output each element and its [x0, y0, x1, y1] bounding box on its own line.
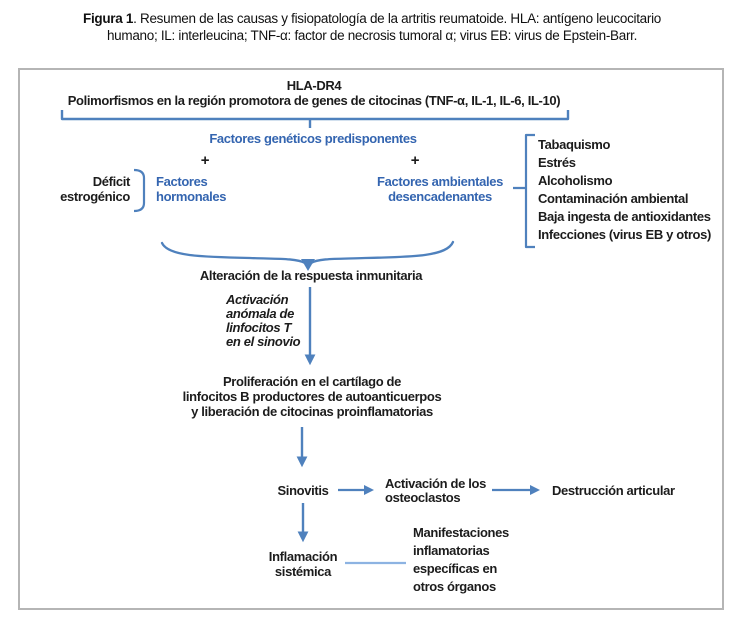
polymorphisms-label: Polimorfismos en la región promotora de … — [67, 93, 561, 108]
systemic-line1: Inflamación — [268, 549, 338, 564]
immune-alteration-label: Alteración de la respuesta inmunitaria — [199, 268, 423, 283]
env-factor-item: Alcoholismo — [538, 173, 613, 188]
tcell-note-line2: anómala de — [226, 306, 295, 321]
manifestations-label: Manifestaciones inflamatorias específica… — [413, 524, 509, 596]
estrogen-deficit-line2: estrogénico — [60, 189, 130, 204]
proliferation-line2: linfocitos B productores de autoanticuer… — [182, 389, 442, 404]
genetic-factors-label: Factores genéticos predisponentes — [209, 131, 417, 146]
tcell-note-line3: linfocitos T — [226, 320, 292, 335]
synovitis-label: Sinovitis — [277, 483, 329, 498]
osteoclast-activation-label: Activación de los osteoclastos — [385, 477, 486, 505]
env-factor-item: Contaminación ambiental — [538, 191, 689, 206]
proliferation-line1: Proliferación en el cartílago de — [222, 374, 402, 389]
hla-dr4-label: HLA-DR4 — [286, 78, 342, 93]
hormonal-factors-label: Factores hormonales — [156, 174, 227, 204]
joint-destruction-label: Destrucción articular — [552, 483, 675, 498]
env-factor-item: Tabaquismo — [538, 137, 611, 152]
tcell-activation-note: Activación anómala de linfocitos T en el… — [226, 292, 301, 349]
figure-caption-text: . Resumen de las causas y fisiopatología… — [106, 11, 661, 43]
osteoclast-line2: osteoclastos — [385, 490, 461, 505]
systemic-inflammation-label: Inflamación sistémica — [268, 549, 338, 579]
env-factor-item: Estrés — [538, 155, 576, 170]
hormonal-factors-line1: Factores — [156, 174, 208, 189]
estrogen-deficit-label: Déficit estrogénico — [40, 174, 130, 204]
figure-caption-number: Figura 1 — [83, 11, 134, 26]
manifestations-line1: Manifestaciones — [413, 525, 509, 540]
proliferation-label: Proliferación en el cartílago de linfoci… — [183, 374, 442, 419]
diagram-frame — [18, 68, 724, 610]
manifestations-line4: otros órganos — [413, 579, 496, 594]
manifestations-line2: inflamatorias — [413, 543, 490, 558]
manifestations-line3: específicas en — [413, 561, 497, 576]
estrogen-deficit-line1: Déficit — [92, 174, 131, 189]
environmental-factors-line1: Factores ambientales — [377, 174, 503, 189]
environmental-triggers-list: Tabaquismo Estrés Alcoholismo Contaminac… — [538, 136, 711, 244]
systemic-line2: sistémica — [274, 564, 332, 579]
plus-sign-right: + — [410, 152, 420, 169]
plus-sign-left: + — [200, 152, 210, 169]
figure-caption: Figura 1. Resumen de las causas y fisiop… — [69, 10, 675, 44]
env-factor-item: Baja ingesta de antioxidantes — [538, 209, 711, 224]
environmental-factors-label: Factores ambientales desencadenantes — [377, 174, 503, 204]
env-factor-item: Infecciones (virus EB y otros) — [538, 227, 711, 242]
proliferation-line3: y liberación de citocinas proinflamatori… — [191, 404, 433, 419]
hormonal-factors-line2: hormonales — [156, 189, 227, 204]
tcell-note-line1: Activación — [226, 292, 289, 307]
osteoclast-line1: Activación de los — [385, 476, 486, 491]
tcell-note-line4: en el sinovio — [226, 334, 301, 349]
environmental-factors-line2: desencadenantes — [388, 189, 492, 204]
